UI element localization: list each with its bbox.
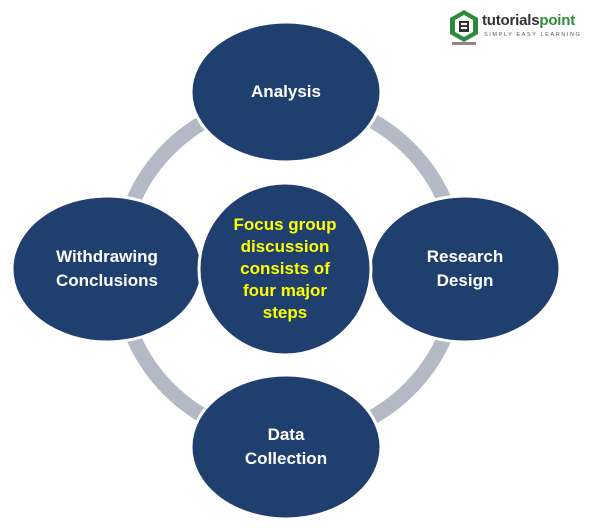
node-label-line: Collection — [244, 449, 328, 468]
node-label-analysis: Analysis — [196, 66, 376, 118]
node-circle-data-collection — [189, 373, 383, 521]
node-label-line: Data — [267, 425, 305, 444]
node-label-data-collection: Data Collection — [196, 418, 376, 476]
node-circle-analysis — [189, 20, 383, 164]
node-label-line: Analysis — [251, 82, 321, 101]
center-label-line: discussion — [240, 237, 330, 256]
tutorialspoint-logo: tutorialspoint SIMPLY EASY LEARNING — [448, 8, 596, 52]
center-label-line: Focus group — [233, 215, 337, 234]
center-label: Focus group discussion consists of four … — [205, 209, 365, 329]
logo-tagline: SIMPLY EASY LEARNING — [484, 32, 582, 38]
node-label-line: Withdrawing — [56, 247, 158, 266]
node-label-line: Design — [436, 271, 494, 290]
node-label-line: Research — [426, 247, 504, 266]
center-label-line: four major — [242, 281, 328, 300]
node-label-withdrawing-conclusions: Withdrawing Conclusions — [17, 240, 197, 298]
logo-wordmark-part1: tutorials — [482, 12, 540, 29]
node-label-line: Conclusions — [55, 271, 158, 290]
tutorialspoint-logo-icon — [450, 10, 478, 45]
logo-wordmark-part2: point — [539, 12, 576, 29]
node-label-research-design: Research Design — [380, 240, 550, 298]
center-circle — [197, 181, 373, 357]
center-label-line: steps — [262, 303, 308, 322]
center-label-line: consists of — [240, 259, 330, 278]
logo-wordmark: tutorialspoint — [482, 12, 575, 29]
